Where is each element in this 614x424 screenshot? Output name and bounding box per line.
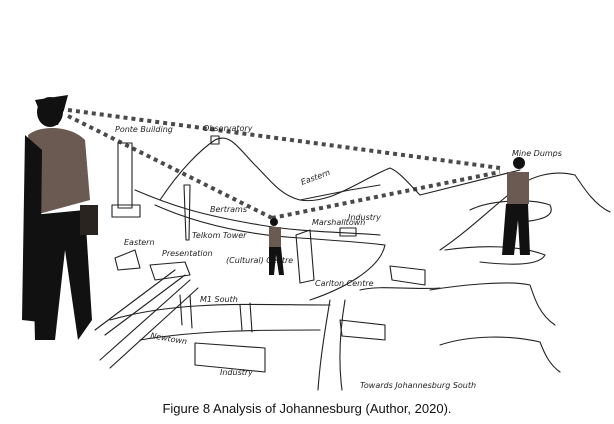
label-m1-south: M1 South [200, 295, 238, 304]
label-south: Towards Johannesburg South [360, 381, 476, 390]
label-presentation: Presentation [162, 249, 213, 258]
johannesburg-sketch: Ponte Building Observatory Eastern Bertr… [22, 95, 611, 391]
person-small-silhouette-center [269, 218, 284, 275]
buildings [111, 135, 426, 373]
sketch-labels: Ponte Building Observatory Eastern Bertr… [115, 124, 562, 390]
label-cultural: (Cultural) Centre [226, 256, 293, 265]
label-carlton: Carlton Centre [315, 279, 374, 288]
label-newtown: Newtown [150, 331, 188, 346]
label-bertrams: Bertrams [210, 205, 247, 214]
figure-caption: Figure 8 Analysis of Johannesburg (Autho… [162, 401, 452, 416]
label-ponte: Ponte Building [115, 125, 173, 134]
sight-lines [67, 108, 501, 220]
terrain [94, 137, 611, 391]
label-telkom: Telkom Tower [192, 231, 247, 240]
person-large-silhouette [22, 95, 98, 340]
label-observatory: Observatory [203, 124, 253, 133]
label-marshalltown: Marshalltown [312, 218, 365, 227]
label-mine-dumps: Mine Dumps [512, 149, 562, 158]
label-eastern-left: Eastern [124, 238, 155, 247]
label-eastern: Eastern [300, 168, 332, 187]
label-industry: Industry [220, 368, 253, 377]
person-small-silhouette-right [502, 157, 530, 255]
label-industry-right: Industry [348, 213, 381, 222]
